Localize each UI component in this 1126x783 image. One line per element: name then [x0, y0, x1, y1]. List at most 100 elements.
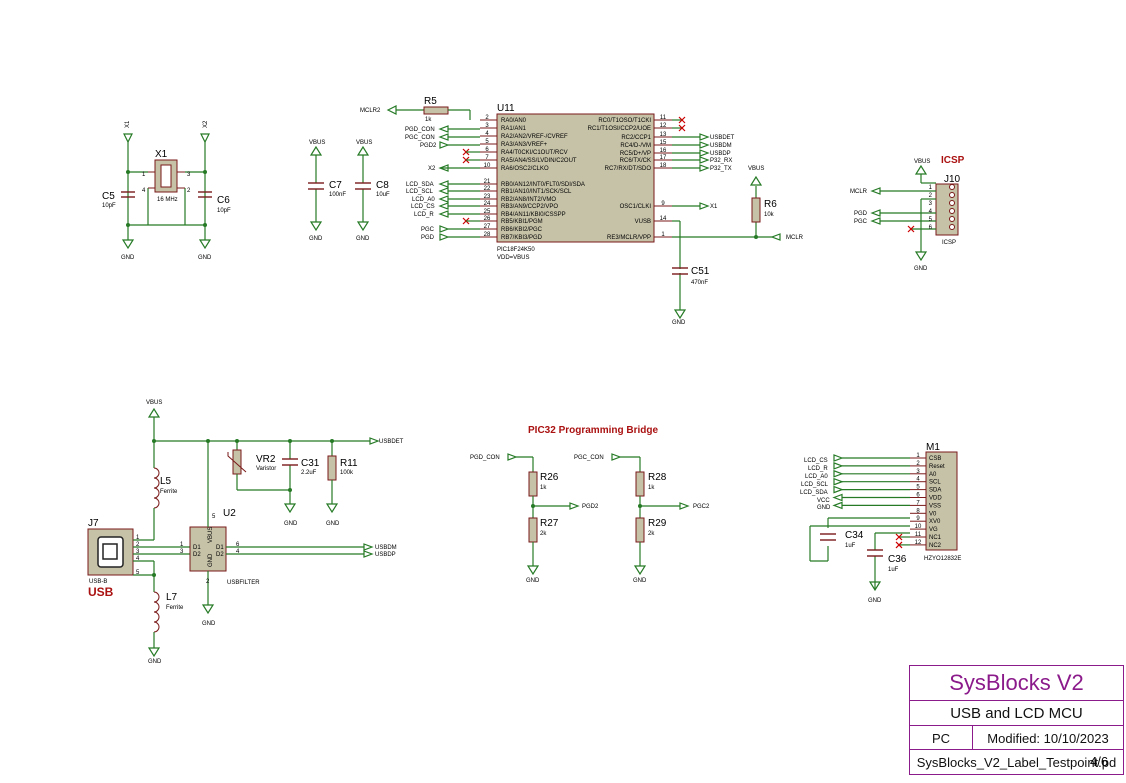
net-label: X1 — [710, 204, 718, 210]
net-label: PGC — [854, 219, 868, 225]
net-arrow-icon — [699, 156, 710, 164]
junction-icon — [126, 223, 130, 227]
j7-pin-number: 4 — [136, 556, 140, 562]
u2-part: USBFILTER — [227, 580, 260, 586]
net-arrow-icon — [439, 233, 450, 241]
u11-pin-number: 23 — [484, 194, 491, 200]
m1-pin-name: VSS — [929, 503, 941, 509]
xtal-value: 16 MHz — [157, 197, 178, 203]
u11-pin-name: RB7/KBI3/PGD — [501, 235, 543, 241]
r29-resistor — [635, 517, 645, 543]
net-arrow-icon — [870, 217, 881, 225]
net-label: PGC2 — [693, 504, 710, 510]
crystal-section: X1 X2 X1 16 MHz 1 3 4 2 C5 10pF C6 10pF — [102, 120, 231, 261]
m1-pin-number: 4 — [916, 477, 920, 483]
r5-value: 1k — [425, 117, 432, 123]
gnd-label: GND — [309, 236, 323, 242]
net-label: X2 — [428, 166, 436, 172]
r28-resistor — [635, 471, 645, 497]
r11-ref: R11 — [340, 458, 358, 469]
x1-flag-icon — [123, 133, 133, 144]
u11-vdd-note: VDD=VBUS — [497, 255, 530, 261]
junction-icon — [206, 439, 210, 443]
junction-icon — [235, 439, 239, 443]
net-label: USBDP — [375, 552, 396, 558]
j7-pin-number: 5 — [136, 570, 140, 576]
m1-pin-name: SCL — [929, 480, 941, 486]
u2-pin-number: 2 — [206, 579, 210, 585]
m1-pin-name: XV0 — [929, 519, 941, 525]
gnd-label: GND — [672, 320, 686, 326]
u11-pin-number: 22 — [484, 186, 491, 192]
r27-resistor — [528, 517, 538, 543]
u11-pin-number: 16 — [660, 148, 667, 154]
r27-ref: R27 — [540, 518, 559, 529]
r29-value: 2k — [648, 531, 655, 537]
u11-pin-number: 28 — [484, 232, 491, 238]
c34-ref: C34 — [845, 530, 864, 541]
m1-pin-number: 12 — [915, 540, 922, 546]
net-label: VCC — [817, 498, 830, 504]
m1-part: HZYO12832E — [924, 556, 961, 562]
c36-value: 1uF — [888, 567, 899, 573]
net-arrow-icon — [699, 141, 710, 149]
j10-pin-number: 3 — [929, 201, 933, 207]
title-block-filename: SysBlocks_V2_Label_Testpoint.pd — [909, 749, 1124, 775]
xtal-ref: X1 — [155, 149, 168, 160]
net-arrow-icon — [438, 164, 449, 172]
usb-section: VBUS USBDET L5 Ferrite J7 USB-B USB 1234… — [87, 400, 404, 665]
c34-value: 1uF — [845, 543, 856, 549]
title-block-title: SysBlocks V2 — [909, 665, 1124, 701]
vbus-label: VBUS — [309, 140, 325, 146]
m1-pin-name: Reset — [929, 464, 945, 470]
u11-pin-number: 7 — [485, 155, 489, 161]
m1-pin-name: VDD — [929, 496, 942, 502]
net-arrow-icon — [363, 543, 374, 551]
bridge-title: PIC32 Programming Bridge — [528, 425, 658, 436]
c6-value: 10pF — [217, 208, 231, 214]
m1-pin-number: 1 — [916, 453, 920, 459]
net-label: USBDM — [710, 143, 732, 149]
u11-pin-number: 4 — [485, 131, 489, 137]
u11-pin-number: 15 — [660, 140, 667, 146]
r6-value: 10k — [764, 212, 775, 218]
net-arrow-icon — [611, 453, 622, 461]
net-arrow-icon — [438, 180, 449, 188]
programming-bridge: PIC32 Programming Bridge PGD_CON PGD2 GN… — [470, 425, 710, 584]
c31-value: 2.2uF — [301, 470, 317, 476]
vbus-label: VBUS — [146, 400, 162, 406]
u11-pin-number: 3 — [485, 123, 489, 129]
l7-value: Ferrite — [166, 605, 184, 611]
junction-icon — [152, 573, 156, 577]
j10-pin-number: 5 — [929, 217, 933, 223]
net-arrow-icon — [369, 437, 380, 445]
u2-pin-number: 6 — [236, 542, 240, 548]
u2-pin-number: 5 — [212, 514, 216, 520]
c7-value: 100nF — [329, 192, 346, 198]
net-label: USBDP — [710, 151, 731, 157]
x1-pin: 3 — [187, 172, 191, 178]
r6-ref: R6 — [764, 199, 777, 210]
c5-value: 10pF — [102, 203, 116, 209]
u11-pin-number: 14 — [660, 216, 667, 222]
net-label: LCD_A0 — [805, 474, 828, 480]
decoupling-caps: VBUS VBUS C7 100nF C8 10uF GND GND — [306, 140, 390, 242]
net-arrow-icon — [870, 187, 881, 195]
m1-pin-number: 7 — [916, 500, 920, 506]
net-arrow-icon — [699, 202, 710, 210]
net-arrow-icon — [438, 202, 449, 210]
gnd-label: GND — [868, 598, 882, 604]
title-block-modified: Modified: 10/10/2023 — [972, 725, 1124, 750]
net-arrow-icon — [833, 454, 844, 462]
u11-ref: U11 — [497, 103, 515, 114]
u11-pin-name: RB5/KBI1/PGM — [501, 219, 543, 225]
net-arrow-icon — [438, 125, 449, 133]
u11-pin-number: 26 — [484, 216, 491, 222]
net-arrow-icon — [438, 133, 449, 141]
u11-pin-name: OSC1/CLKI — [620, 204, 652, 210]
